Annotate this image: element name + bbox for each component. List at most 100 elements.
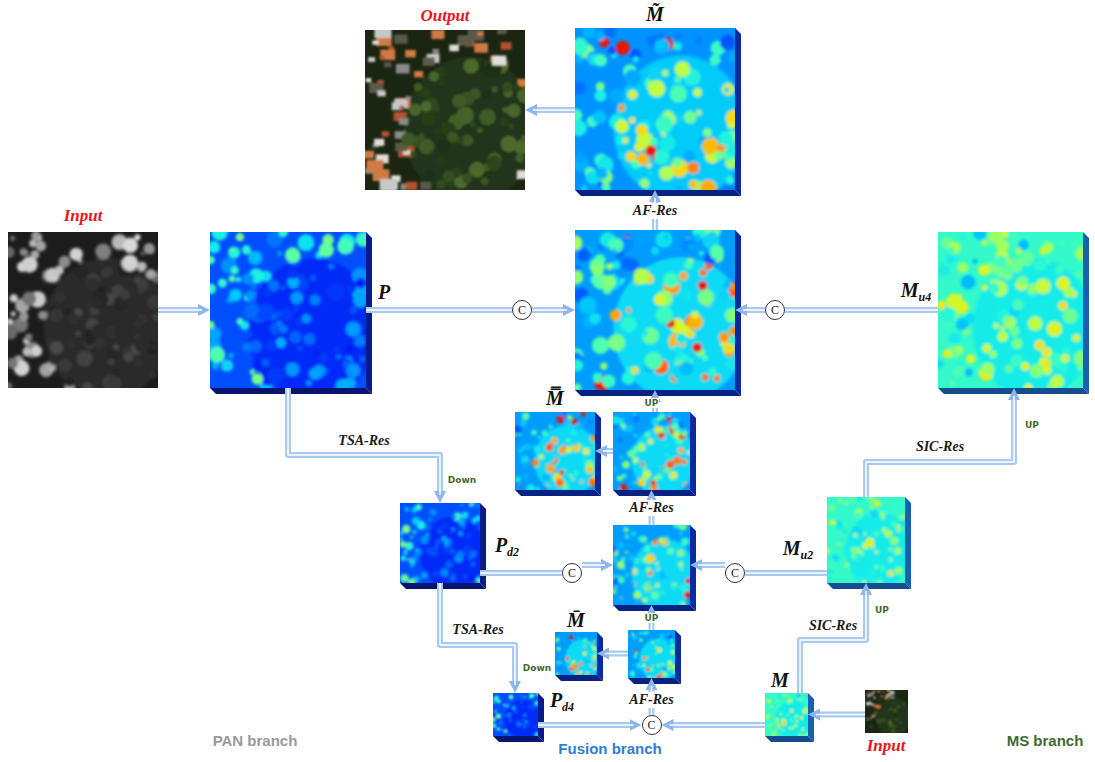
texture-blob (359, 356, 365, 362)
texture-blob (658, 428, 663, 433)
map-depth (575, 190, 741, 196)
texture-blob (787, 702, 788, 703)
texture-blob (400, 531, 403, 536)
texture-blob (433, 571, 439, 577)
texture-blob (703, 128, 712, 137)
connector-core (866, 396, 1014, 497)
connector-core (532, 309, 567, 311)
texture-blob (1015, 248, 1021, 254)
connector-core (440, 583, 515, 685)
texture-blob (843, 547, 850, 554)
texture-blob (1056, 266, 1064, 274)
texture-blob (728, 52, 735, 63)
texture-blob (798, 698, 800, 700)
texture-blob (89, 296, 101, 308)
texture-blob (840, 539, 844, 543)
texture-blob (646, 668, 650, 672)
hill-region (875, 697, 908, 733)
texture-blob (837, 543, 840, 546)
texture-blob (112, 369, 119, 376)
texture-blob (557, 416, 565, 424)
feature-map: Mu2 (827, 497, 905, 583)
hill-region (44, 259, 158, 388)
texture-blob (626, 308, 631, 313)
texture-blob (667, 633, 670, 636)
texture-blob (767, 724, 772, 729)
texture-blob (686, 578, 690, 584)
texture-blob (507, 713, 511, 717)
texture-blob (645, 145, 656, 156)
texture-blob (637, 479, 645, 487)
roof (866, 718, 868, 719)
texture-blob (796, 720, 798, 722)
texture-blob (555, 486, 559, 490)
texture-blob (670, 85, 687, 102)
texture-blob (8, 358, 18, 369)
texture-blob (458, 519, 465, 526)
connector-core (538, 724, 634, 726)
texture-blob (656, 115, 673, 132)
texture-blob (343, 362, 348, 367)
texture-blob (509, 734, 511, 736)
roof (879, 699, 880, 701)
texture-blob (350, 306, 357, 313)
feature-map: M̃ (575, 28, 735, 190)
texture-blob (591, 664, 594, 667)
texture-blob (765, 714, 770, 719)
texture-blob (592, 337, 609, 354)
texture-blob (346, 321, 361, 336)
texture-blob (637, 664, 641, 668)
texture-blob (327, 283, 344, 300)
roof (382, 131, 390, 136)
texture-blob (682, 429, 687, 434)
texture-blob (892, 724, 896, 728)
texture-blob (622, 567, 626, 571)
texture-blob (464, 575, 467, 578)
texture-blob (22, 347, 31, 356)
texture-blob (681, 538, 689, 546)
texture-blob (95, 244, 111, 260)
feature-map-image (567, 222, 748, 401)
texture-blob (140, 251, 145, 256)
texture-blob (357, 232, 362, 235)
hill-region (504, 700, 538, 736)
texture-blob (584, 646, 586, 648)
map-label: Mu2 (782, 537, 814, 560)
texture-blob (210, 327, 221, 341)
satellite-image (363, 26, 538, 201)
texture-blob (671, 423, 678, 430)
texture-blob (687, 330, 695, 338)
map-depth (595, 412, 601, 496)
texture-blob (441, 522, 447, 528)
texture-blob (619, 586, 622, 589)
texture-blob (602, 275, 616, 289)
texture-blob (981, 285, 987, 291)
texture-blob (524, 714, 527, 717)
texture-blob (229, 289, 242, 302)
texture-blob (212, 362, 220, 370)
roof (870, 718, 872, 719)
hill-region (613, 257, 735, 390)
texture-blob (500, 118, 508, 126)
texture-blob (333, 346, 340, 353)
texture-blob (640, 536, 647, 543)
texture-blob (1063, 347, 1071, 355)
hill-region (613, 56, 735, 190)
roof (396, 64, 410, 73)
connector-line (288, 388, 440, 495)
texture-blob (1003, 316, 1010, 323)
texture-blob (476, 504, 480, 509)
texture-blob (291, 292, 304, 305)
texture-blob (409, 103, 421, 115)
texture-blob (602, 375, 615, 388)
texture-blob (11, 311, 16, 316)
texture-blob (582, 457, 586, 461)
texture-blob (886, 699, 890, 703)
texture-blob (464, 545, 472, 553)
texture-blob (479, 109, 495, 125)
texture-blob (608, 334, 625, 351)
texture-blob (709, 54, 720, 65)
texture-blob (988, 283, 999, 294)
texture-blob (661, 663, 663, 665)
texture-blob (781, 718, 785, 722)
